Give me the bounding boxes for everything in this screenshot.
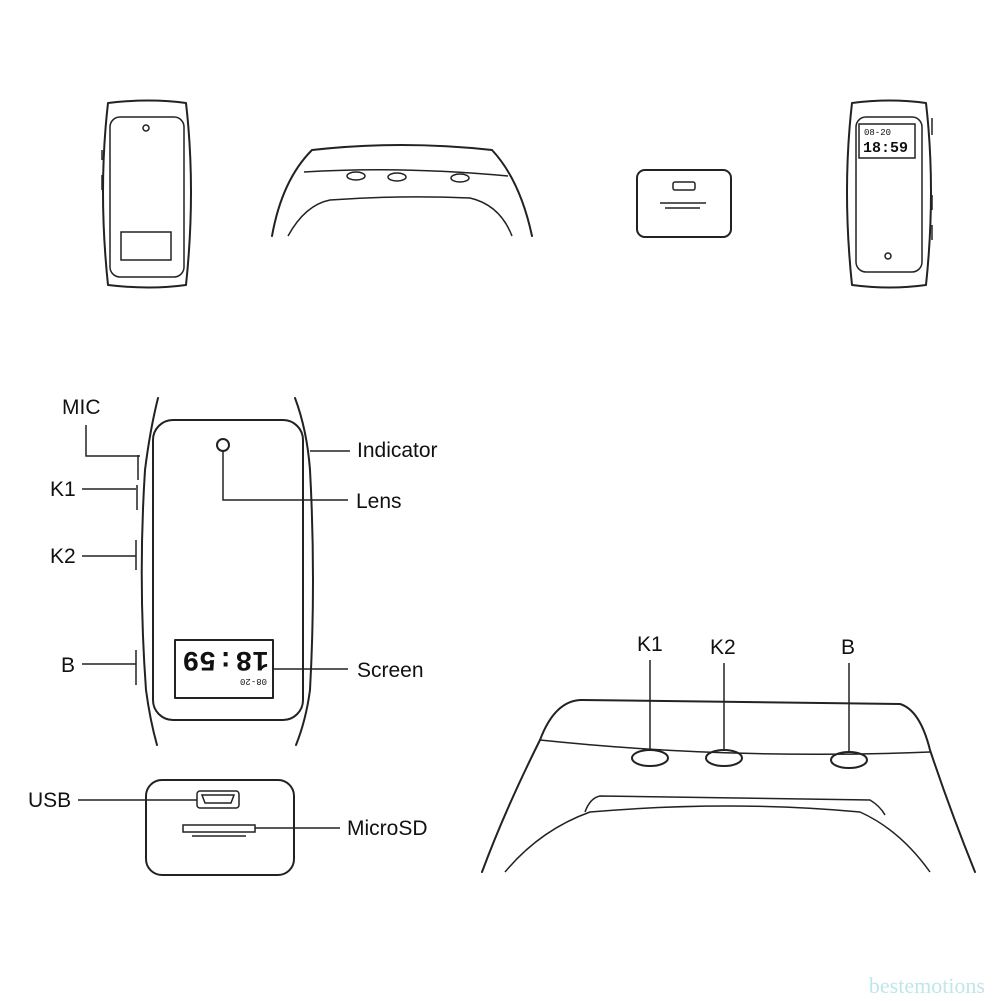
top-label-b: B bbox=[841, 636, 855, 659]
label-microsd: MicroSD bbox=[347, 817, 428, 840]
label-screen: Screen bbox=[357, 659, 424, 682]
main-front-view: 08-20 18 : 59 bbox=[135, 397, 314, 746]
small-lens-icon bbox=[142, 124, 150, 132]
main-port-view bbox=[78, 779, 340, 876]
small-screen-time: 18:59 bbox=[863, 140, 908, 157]
main-screen-time-hours: 18 bbox=[235, 643, 269, 674]
main-screen-date: 08-20 bbox=[240, 676, 267, 686]
label-k2: K2 bbox=[50, 545, 76, 568]
small-screen bbox=[858, 123, 916, 159]
small-back-view bbox=[101, 99, 192, 289]
top-label-k1: K1 bbox=[637, 633, 663, 656]
watermark: bestemotions bbox=[868, 973, 985, 998]
top-k1-button bbox=[631, 749, 669, 767]
label-b: B bbox=[61, 654, 75, 677]
svg-text::: : bbox=[217, 643, 234, 674]
device-face bbox=[152, 419, 304, 721]
label-indicator: Indicator bbox=[357, 439, 438, 462]
top-label-k2: K2 bbox=[710, 636, 736, 659]
label-usb: USB bbox=[28, 789, 71, 812]
microsd-slot-icon bbox=[182, 824, 256, 833]
lens-icon bbox=[216, 438, 230, 452]
main-screen-time-minutes: 59 bbox=[182, 643, 216, 674]
label-k1: K1 bbox=[50, 478, 76, 501]
small-front-view: 08-20 18:59 bbox=[846, 99, 933, 289]
main-top-view bbox=[481, 660, 976, 873]
small-port-view bbox=[636, 169, 732, 238]
label-lens: Lens bbox=[356, 490, 402, 513]
small-screen-date: 08-20 bbox=[864, 128, 891, 138]
small-side-view bbox=[271, 144, 533, 237]
label-mic: MIC bbox=[62, 396, 101, 419]
callout-lines bbox=[82, 425, 350, 670]
